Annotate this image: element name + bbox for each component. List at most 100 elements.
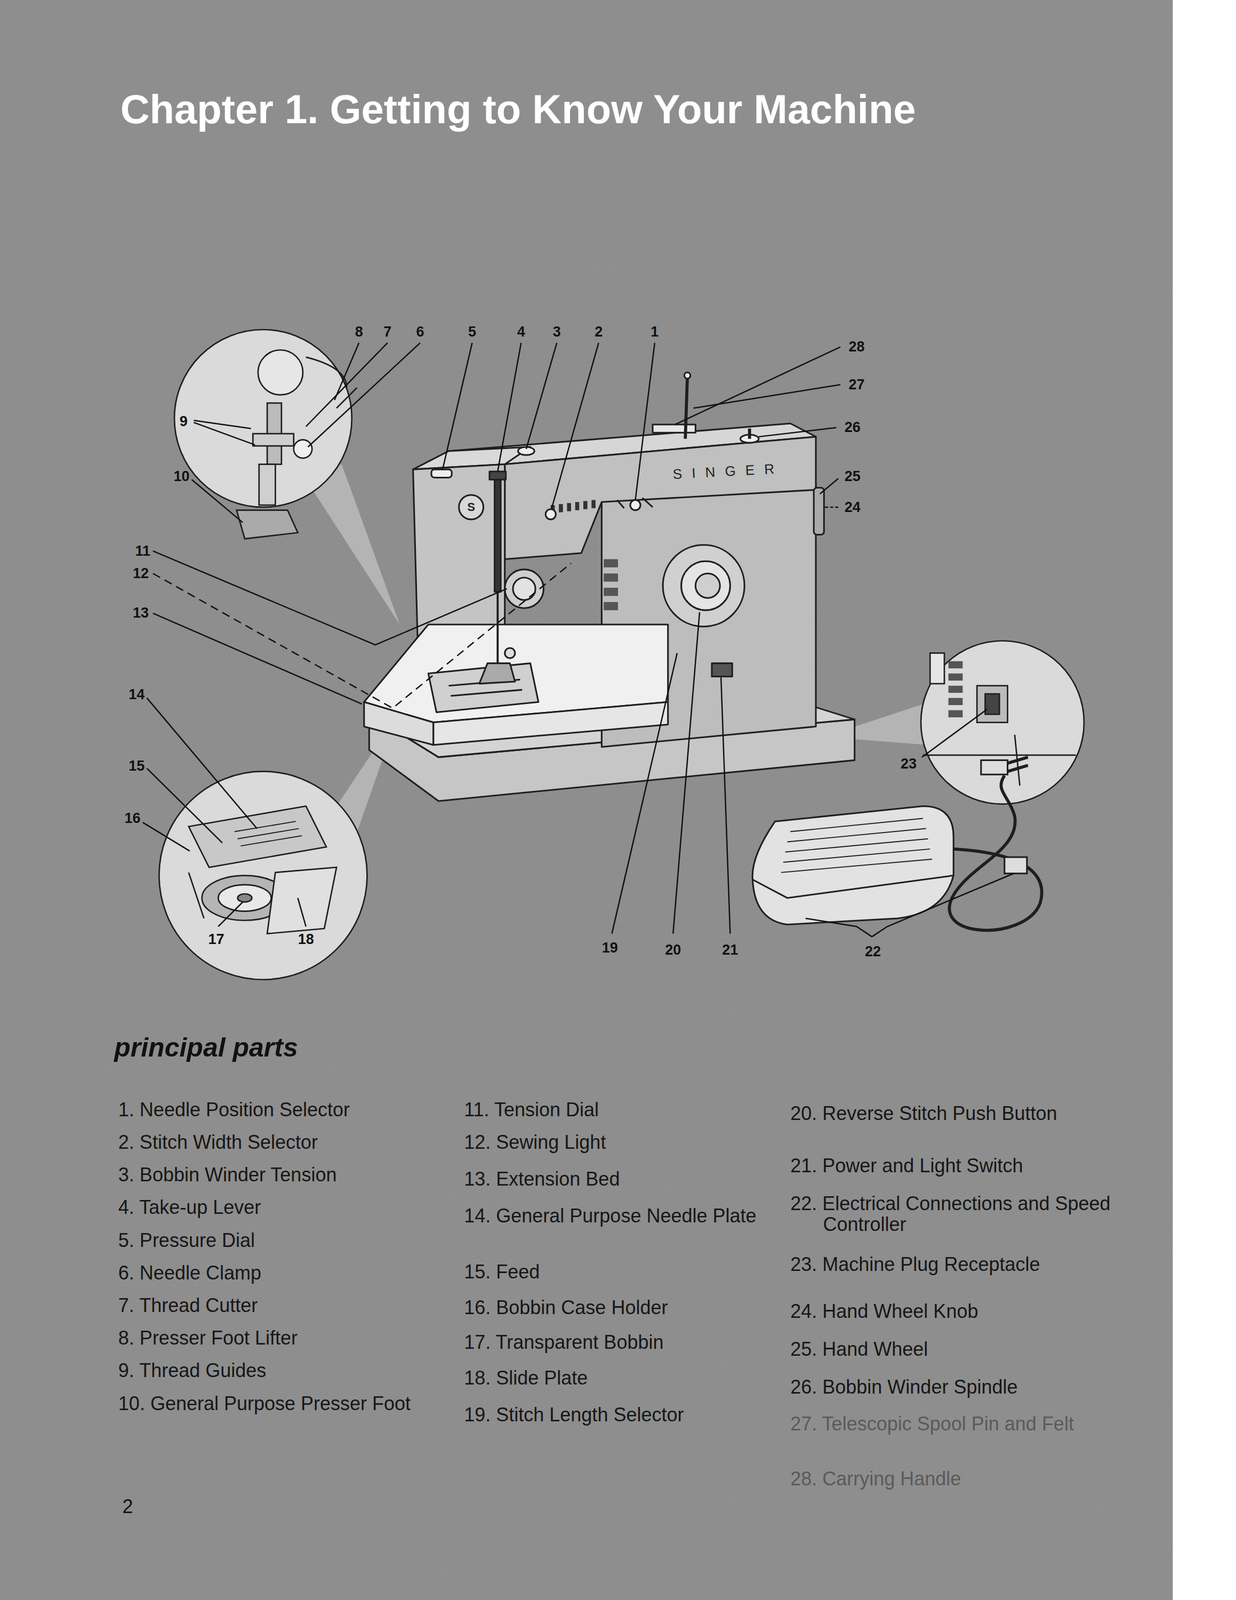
callout-number: 24	[844, 499, 861, 515]
callout-number: 12	[132, 565, 149, 581]
zoom-bobbin-area-part	[188, 805, 327, 868]
zoom-receptacle	[923, 652, 1077, 786]
chapter-title: Chapter 1. Getting to Know Your Machine	[120, 85, 917, 133]
sewing-machine	[364, 372, 855, 801]
logo-ring	[459, 494, 484, 520]
part-list-item: 26. Bobbin Winder Spindle	[790, 1376, 1111, 1398]
stitch-width-marks-part	[591, 500, 596, 509]
zoom-bobbin-area-part	[188, 872, 205, 919]
zoom-receptacle-part-part	[948, 673, 963, 681]
zoom-needle-area-part	[252, 433, 294, 446]
zoom-needle-area-part	[258, 349, 303, 395]
callout-number: 8	[355, 324, 364, 339]
part-list-item: 17. Transparent Bobbin	[463, 1331, 803, 1353]
leader-lines-part	[193, 422, 255, 445]
sewing-machine-part	[489, 471, 507, 480]
tension-dial	[504, 569, 544, 609]
arm-front	[504, 436, 816, 560]
leader-lines-part	[218, 901, 243, 927]
speed-controller-part-part	[790, 817, 924, 832]
sewing-machine-part	[545, 509, 556, 520]
part-list-item: 20. Reverse Stitch Push Button	[790, 1103, 1111, 1125]
stitch-width-marks-part	[575, 501, 580, 510]
leader-lines-part	[526, 342, 557, 449]
stitch-width-marks-part	[583, 500, 588, 509]
zoom-receptacle-part-part	[948, 710, 963, 718]
bed-front	[364, 701, 434, 745]
leader-lines-part	[758, 427, 837, 437]
part-list-item: 4. Take-up Lever	[118, 1197, 457, 1218]
part-list-item: 13. Extension Bed	[463, 1168, 803, 1190]
part-list-item: 24. Hand Wheel Knob	[790, 1301, 1111, 1322]
needle-plate	[428, 663, 539, 713]
zoom-circles-part	[174, 329, 352, 508]
zoom-receptacle-part-part	[948, 685, 963, 693]
part-list-item: 16. Bobbin Case Holder	[463, 1297, 803, 1319]
leader-lines-part	[921, 709, 987, 758]
callout-number: 15	[128, 758, 145, 774]
callout-number: 23	[900, 756, 917, 772]
part-list-item: 18. Slide Plate	[463, 1367, 803, 1389]
spool-pin	[685, 377, 688, 439]
part-list-item: 6. Needle Clamp	[118, 1262, 457, 1284]
part-list-item: 10. General Purpose Presser Foot	[118, 1393, 457, 1415]
zoom-bobbin-area-part	[267, 867, 337, 934]
zoom-bobbin-area-part-part	[240, 835, 302, 846]
part-list-item: 25. Hand Wheel	[790, 1338, 1111, 1360]
leader-lines-part	[153, 550, 508, 645]
cord	[949, 775, 1042, 930]
zoom-circles-part	[158, 771, 367, 979]
page-number: 2	[122, 1495, 134, 1518]
zoom-cones-part	[306, 464, 400, 625]
leader-lines-part	[191, 479, 244, 523]
speed-controller-part-part	[781, 859, 933, 873]
leader-lines-part	[675, 347, 841, 425]
leader-lines-part	[146, 697, 258, 829]
leader-lines-part	[153, 563, 572, 709]
part-list-item: 2. Stitch Width Selector	[118, 1132, 457, 1153]
callout-number: 28	[848, 339, 865, 355]
leader-lines-part	[442, 342, 472, 470]
stitch-width-marks-part	[566, 502, 572, 511]
power-switch	[711, 663, 733, 677]
callout-number: 27	[848, 377, 865, 392]
callout-number: 26	[844, 420, 861, 435]
zoom-receptacle-part	[985, 693, 1000, 714]
sewing-machine-part	[684, 372, 690, 379]
presser-foot	[479, 663, 516, 684]
needle	[496, 591, 499, 664]
part-list-item: 19. Stitch Length Selector	[463, 1404, 803, 1426]
leader-lines-part	[693, 384, 841, 408]
speed-controller-part	[1007, 757, 1029, 772]
callout-number: 17	[207, 932, 224, 947]
part-list-item: 22. Electrical Connections and Speed Con…	[790, 1193, 1111, 1235]
callout-number: 11	[134, 543, 151, 558]
part-list-item: 23. Machine Plug Receptacle	[790, 1254, 1111, 1275]
part-list-item: 12. Sewing Light	[463, 1132, 803, 1153]
zoom-bobbin-area	[188, 805, 337, 934]
take-up-lever	[494, 479, 501, 592]
speed-controller-part-part	[787, 828, 926, 842]
leader-lines-part	[497, 342, 521, 472]
vents-part	[603, 573, 618, 582]
hand-wheel	[813, 487, 824, 535]
needle-position	[630, 500, 641, 511]
leader-lines-part	[672, 612, 700, 934]
part-list-item: 21. Power and Light Switch	[790, 1155, 1111, 1177]
speed-controller	[752, 757, 1042, 931]
part-list-item: 11. Tension Dial	[463, 1099, 803, 1121]
leader-lines-part	[153, 613, 363, 704]
callout-number: 14	[128, 687, 145, 702]
speed-controller-part	[981, 759, 1008, 775]
zoom-needle-area-part	[306, 357, 348, 388]
part-list-item: 3. Bobbin Winder Tension	[118, 1164, 457, 1186]
part-list-item: 5. Pressure Dial	[118, 1230, 457, 1251]
speed-controller-part-part	[785, 838, 929, 853]
leader-lines-part	[635, 342, 655, 501]
callout-number: 21	[721, 942, 738, 957]
vents-part	[603, 602, 618, 611]
leader-lines-part	[820, 478, 839, 494]
sewing-machine-part	[450, 689, 523, 696]
callout-number: 19	[602, 940, 618, 955]
